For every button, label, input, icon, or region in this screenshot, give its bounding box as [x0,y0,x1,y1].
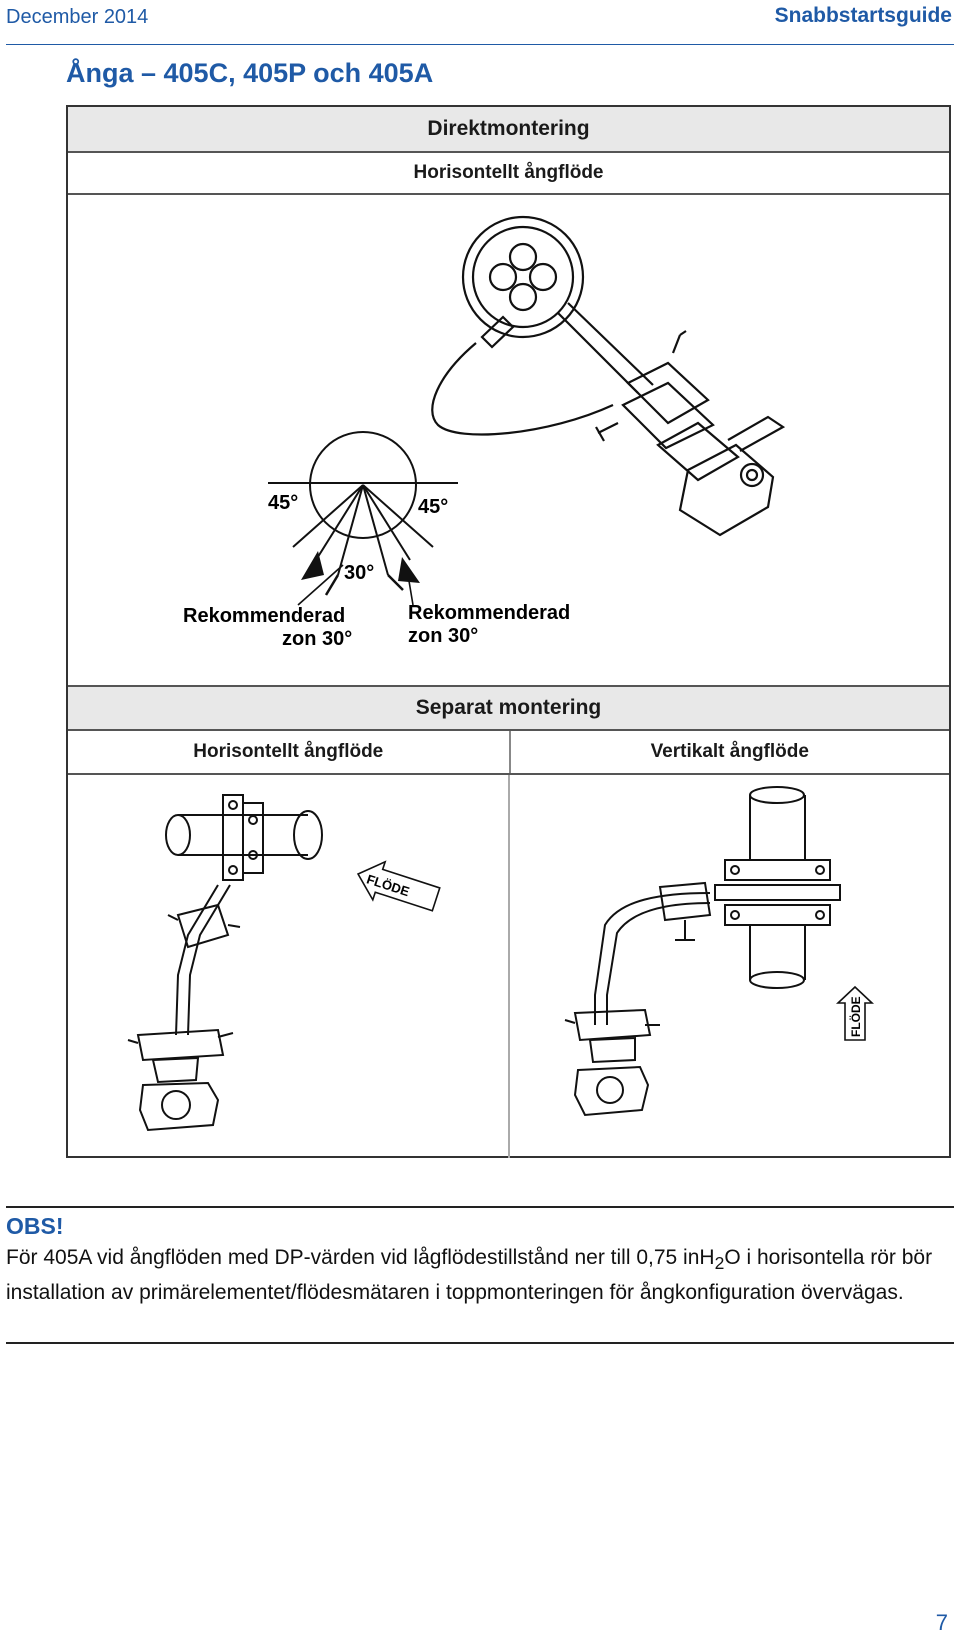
angle-left-label: 45° [268,492,298,514]
zone-arrow-right [398,557,420,583]
remote-mount-headers: Horisontellt ångflöde Vertikalt ångflöde [68,731,949,775]
zone-arrow-left [301,551,324,580]
note-rule-bottom [6,1342,954,1344]
remote-horizontal-label: Horisontellt ångflöde [193,741,384,762]
direct-flow-label: Horisontellt ångflöde [68,153,949,195]
note-subscript: 2 [714,1253,725,1274]
note-title: OBS! [6,1213,64,1239]
header-date: December 2014 [6,6,149,28]
flange-disc-illustration [431,215,786,537]
direct-mount-title: Direktmontering [68,107,949,153]
remote-vertical-label: Vertikalt ångflöde [508,731,950,773]
angle-right-label: 45° [418,496,448,518]
flow-arrow-vertical: FLÖDE [835,985,875,1041]
note-text-part2: O i horisontella rör bör installation av… [6,1246,933,1305]
note-body: För 405A vid ångflöden med DP-värden vid… [6,1243,946,1307]
remote-divider [508,775,510,1158]
header-doc-type: Snabbstartsguide [774,4,952,27]
page-header: December 2014 Snabbstartsguide [0,0,960,46]
zone-right-line1: Rekommenderad [408,602,570,624]
header-rule [6,44,954,45]
page-number: 7 [935,1610,948,1635]
installation-figure: Direktmontering Horisontellt ångflöde [66,105,951,1158]
zone-left-line2: zon 30° [282,628,352,650]
angle-center-label: 30° [344,562,374,584]
remote-vertical-drawing: FLÖDE [564,786,875,1117]
note-text-part1: För 405A vid ångflöden med DP-värden vid… [6,1246,715,1269]
zone-left-line1: Rekommenderad [183,605,345,627]
note-rule-top [6,1206,954,1208]
section-title: Ånga – 405C, 405P och 405A [66,58,434,88]
zone-right-line2: zon 30° [408,625,478,647]
flow-label-vertical: FLÖDE [848,996,863,1037]
remote-horizontal-drawing: FLÖDE [127,794,441,1132]
direct-mount-drawing: 45° 45° 30° Rekommenderad zon 30° Rekomm… [183,215,786,650]
remote-mount-title: Separat montering [68,685,949,731]
flow-arrow-horizontal: FLÖDE [356,860,441,912]
